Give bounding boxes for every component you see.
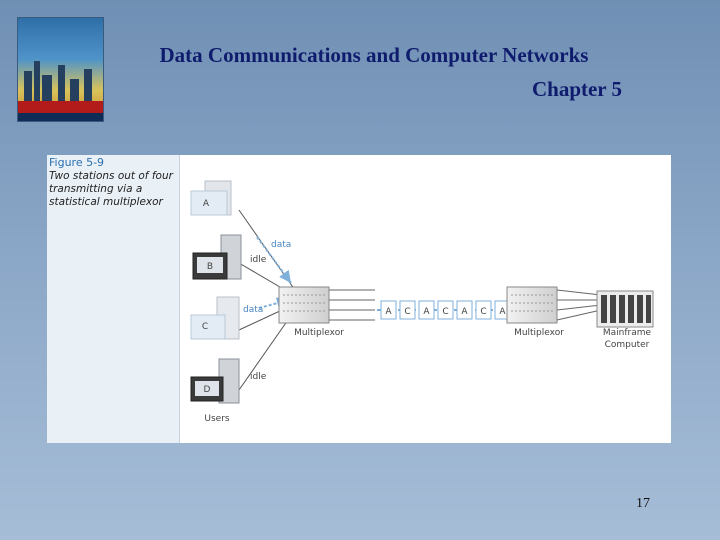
frame-6: C	[480, 307, 486, 317]
frame-5: A	[461, 307, 468, 317]
book-cover-image	[17, 17, 104, 122]
station-b-state: idle	[250, 255, 267, 265]
stat-mux-diagram: A data B idle C data D idle Users	[190, 180, 654, 424]
station-a-state: data	[271, 240, 291, 250]
station-c-label: C	[202, 322, 208, 332]
station-c-state: data	[243, 305, 263, 315]
station-d-state: idle	[250, 372, 267, 382]
station-a-label: A	[203, 199, 210, 209]
slide-title: Data Communications and Computer Network…	[120, 38, 622, 106]
right-multiplexor-label: Multiplexor	[514, 328, 564, 338]
station-c-icon: C	[190, 296, 240, 340]
frame-1: A	[385, 307, 392, 317]
page-number: 17	[636, 496, 650, 511]
frame-stream: A C A C A C A	[380, 300, 511, 320]
slide-title-line2: Chapter 5	[531, 77, 622, 101]
frame-2: C	[404, 307, 410, 317]
station-d-icon: D	[190, 358, 240, 404]
mainframe-label-line2: Computer	[605, 340, 650, 350]
users-label: Users	[204, 414, 230, 424]
slide-title-line1: Data Communications and Computer Network…	[159, 43, 589, 67]
station-b-label: B	[207, 262, 213, 272]
right-multiplexor-icon	[506, 286, 602, 324]
frame-7: A	[499, 307, 506, 317]
figure-panel: Figure 5-9 Two stations out of four tran…	[47, 155, 671, 443]
frame-3: A	[423, 307, 430, 317]
figure-label: Figure 5-9	[49, 156, 105, 169]
mainframe-label-line1: Mainframe	[603, 328, 652, 338]
figure-caption: Two stations out of four transmitting vi…	[49, 170, 173, 208]
frame-4: C	[442, 307, 448, 317]
station-a-icon: A	[190, 180, 232, 216]
figure-sidebar: Figure 5-9 Two stations out of four tran…	[47, 155, 180, 443]
station-d-label: D	[204, 385, 211, 395]
station-b-icon: B	[192, 234, 242, 280]
left-multiplexor-label: Multiplexor	[294, 328, 344, 338]
mainframe-computer-icon	[596, 290, 654, 328]
left-multiplexor-icon	[278, 286, 375, 324]
